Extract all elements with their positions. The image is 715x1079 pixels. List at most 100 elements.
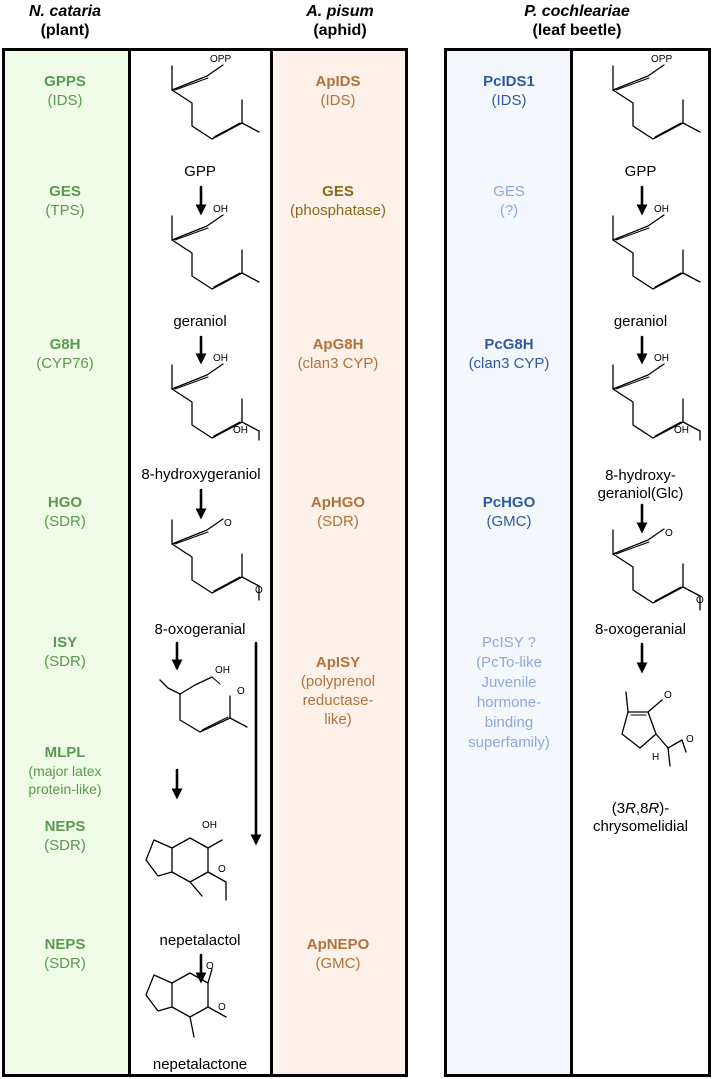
compound-nepetalactol: nepetalactol [159, 932, 241, 949]
organism-type: (aphid) [313, 22, 367, 39]
structure-geraniol: OH [171, 204, 260, 290]
plant-enzyme-gpps: GPPS (IDS) [0, 72, 130, 110]
header-beetle: P. cochleariae (leaf beetle) [445, 2, 709, 40]
enzyme-name: G8H [49, 336, 81, 353]
label-o: O [224, 518, 232, 529]
beetle-enzyme-pchgo: PcHGO (GMC) [444, 493, 574, 531]
beetle-enzyme-pcids1: PcIDS1 (IDS) [444, 72, 574, 110]
enzyme-name: NEPS [44, 936, 86, 953]
stereo-r: R [648, 800, 660, 817]
enzyme-name: GPPS [44, 73, 86, 90]
structure-nepetalactol: OH O [145, 820, 227, 901]
enzyme-name: ApG8H [312, 336, 364, 353]
aphid-enzyme-ges: GES (phosphatase) [273, 182, 403, 220]
enzyme-family: (GMC) [315, 955, 361, 972]
label-o: O [664, 690, 672, 701]
compound-8-hydroxygeraniol: 8-hydroxygeraniol [141, 466, 261, 483]
enzyme-family: (TPS) [45, 202, 85, 219]
enzyme-name: ApNEPO [306, 936, 370, 953]
label-oh: OH [674, 425, 689, 436]
header-aphid: A. pisum (aphid) [272, 2, 408, 40]
enzyme-family: (SDR) [317, 513, 359, 530]
enzyme-name: GES [322, 183, 354, 200]
enzyme-family: (IDS) [320, 92, 356, 109]
compound-8-oxogeranial: 8-oxogeranial [154, 621, 246, 638]
enzyme-family: (GMC) [486, 513, 532, 530]
enzyme-family: (phosphatase) [290, 202, 386, 219]
enzyme-name: PcHGO [482, 494, 536, 511]
enzyme-name: GES [493, 183, 525, 200]
structure-chrysomelidial: O O H [621, 690, 694, 767]
enzyme-name: MLPL [44, 744, 86, 761]
enzyme-name: NEPS [44, 818, 86, 835]
label-opp: OPP [210, 54, 231, 65]
stereo-r: R [625, 800, 636, 817]
enzyme-name: PcISY ? [482, 634, 536, 651]
aphid-enzyme-apids: ApIDS (IDS) [273, 72, 403, 110]
enzyme-family: (clan3 CYP) [297, 355, 379, 372]
structure-8-oxogeranial: O O [612, 528, 704, 611]
compound-name-line-2: geraniol(Glc) [597, 485, 684, 502]
enzyme-name: ISY [52, 634, 78, 651]
compound-geraniol: geraniol [173, 313, 227, 330]
enzyme-family: (polyprenol reductase-like) [300, 673, 376, 728]
enzyme-name: GES [49, 183, 81, 200]
stereo-part: ,8 [635, 800, 649, 817]
stereo-descriptor: (3R,8R)- [572, 800, 709, 818]
enzyme-family: (?) [499, 202, 519, 219]
structure-8-hydroxygeraniol: OH OH [612, 353, 701, 441]
enzyme-family: (PcTo-like Juvenile hormone-binding supe… [468, 654, 550, 751]
enzyme-family: (SDR) [44, 513, 86, 530]
label-o: O [255, 585, 263, 596]
label-oh: OH [654, 353, 669, 364]
header-plant: N. cataria (plant) [0, 2, 130, 40]
beetle-enzyme-ges: GES (?) [444, 182, 574, 220]
enzyme-family: (SDR) [44, 955, 86, 972]
species-name: A. pisum [306, 3, 374, 20]
aphid-enzyme-aphgo: ApHGO (SDR) [273, 493, 403, 531]
label-o: O [206, 961, 214, 972]
plant-enzyme-neps-1: NEPS (SDR) [0, 817, 130, 855]
enzyme-name: PcIDS1 [483, 73, 535, 90]
enzyme-name: PcG8H [484, 336, 534, 353]
label-oh: OH [202, 820, 217, 831]
label-oh: OH [654, 204, 669, 215]
species-name: N. cataria [28, 3, 102, 20]
enzyme-family: (SDR) [44, 653, 86, 670]
compound-8-hydroxygeraniol-glc: 8-hydroxy- geraniol(Glc) [572, 467, 709, 503]
label-o: O [237, 686, 245, 697]
compound-8-oxogeranial: 8-oxogeranial [595, 621, 686, 638]
enzyme-name: ApHGO [310, 494, 366, 511]
compound-geraniol: geraniol [613, 313, 668, 330]
label-o: O [696, 595, 704, 606]
enzyme-name: ApISY [315, 654, 361, 671]
enzyme-family: (IDS) [491, 92, 527, 109]
structure-gpp: OPP [171, 54, 260, 140]
label-oh: OH [213, 353, 228, 364]
plant-enzyme-mlpl: MLPL (major latex protein-like) [0, 744, 130, 798]
label-o: O [686, 734, 694, 745]
organism-type: (leaf beetle) [532, 22, 622, 39]
plant-enzyme-hgo: HGO (SDR) [0, 493, 130, 531]
beetle-enzyme-pcg8h: PcG8H (clan3 CYP) [444, 335, 574, 373]
compound-chrysomelidial: (3R,8R)- chrysomelidial [572, 800, 709, 836]
enzyme-family: (SDR) [44, 837, 86, 854]
label-o: O [665, 528, 673, 539]
label-o: O [218, 864, 226, 875]
label-o: O [218, 1002, 226, 1013]
compound-gpp: GPP [184, 163, 216, 180]
beetle-pathway-column [570, 48, 711, 1077]
structure-geraniol: OH [612, 204, 701, 290]
enzyme-name: ApIDS [315, 73, 361, 90]
enzyme-family: (major latex protein-like) [28, 763, 102, 797]
plant-enzyme-g8h: G8H (CYP76) [0, 335, 130, 373]
compound-nepetalactone: nepetalactone [152, 1056, 248, 1073]
plant-enzyme-ges: GES (TPS) [0, 182, 130, 220]
label-opp: OPP [651, 54, 672, 65]
label-oh: OH [213, 204, 228, 215]
label-h: H [652, 752, 659, 763]
species-name: P. cochleariae [524, 3, 630, 20]
aphid-enzyme-apg8h: ApG8H (clan3 CYP) [273, 335, 403, 373]
enzyme-name: HGO [47, 494, 83, 511]
aphid-enzyme-apnepo: ApNEPO (GMC) [273, 935, 403, 973]
